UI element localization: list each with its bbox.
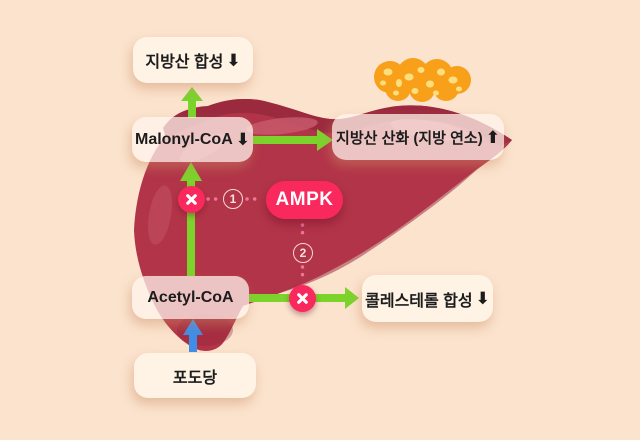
arrow-malonyl-to-synthesis-icon [181,87,203,118]
node-label: 지방산 합성 [145,54,224,71]
node-acetyl-coa: Acetyl-CoA [132,276,249,319]
node-fatty-acid-synthesis: 지방산 합성⬇ [133,37,253,83]
inhibit-x-icon-cholesterol [289,285,316,312]
arrow-malonyl-to-oxidation-icon [253,129,333,151]
arrow-acetyl-to-malonyl-icon [180,162,202,276]
fat-blob-icon [374,58,471,102]
x-glyph [297,293,308,304]
node-label: 콜레스테롤 합성 [365,292,473,310]
down-arrow-glyph: ⬇ [235,130,251,149]
inhibit-x-icon-malonyl [178,186,205,213]
step-2-marker: 2 [293,243,313,263]
step-1-marker: 1 [223,189,243,209]
node-malonyl-coa: Malonyl-CoA⬇ [132,117,253,162]
ampk-badge: AMPK [266,181,343,219]
node-cholesterol-synthesis: 콜레스테롤 합성⬇ [362,275,493,322]
step-2-number: 2 [299,246,307,260]
down-arrow-glyph: ⬇ [475,289,490,308]
node-fatty-acid-oxidation: 지방산 산화 (지방 연소)⬆ [332,114,504,160]
x-glyph [186,194,197,205]
step-1-number: 1 [229,192,237,206]
down-arrow-glyph: ⬇ [226,50,241,70]
ampk-label: AMPK [275,189,334,210]
node-label: Acetyl-CoA [147,288,234,306]
node-label: 지방산 산화 (지방 연소) [336,129,483,147]
arrow-glucose-to-acetyl-icon [183,319,203,352]
up-arrow-glyph: ⬆ [485,127,500,147]
node-label: Malonyl-CoA [134,130,233,148]
node-label: 포도당 [172,369,218,387]
node-glucose: 포도당 [134,353,256,398]
